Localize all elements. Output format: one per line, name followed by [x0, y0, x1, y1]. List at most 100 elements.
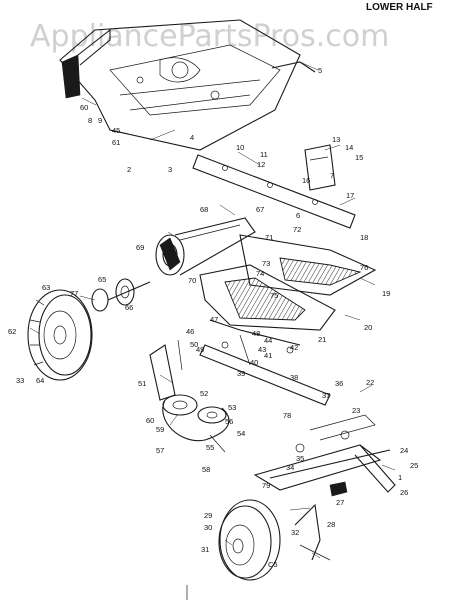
callout-52: 52	[200, 389, 208, 398]
callout-53: 53	[228, 403, 236, 412]
callout-44: 44	[264, 336, 272, 345]
callout-51: 51	[138, 379, 146, 388]
footrest-pan	[199, 264, 336, 331]
leader-lines	[29, 61, 396, 559]
callout-28: 28	[327, 520, 335, 529]
callout-32: 32	[291, 528, 299, 537]
frame-rail	[192, 154, 356, 229]
callout-59: 59	[156, 425, 164, 434]
callout-70: 70	[188, 276, 196, 285]
callout-9: 9	[98, 116, 102, 125]
upper-pulley-assembly	[155, 217, 256, 276]
callout-63: 63	[42, 283, 50, 292]
callout-71: 71	[265, 233, 273, 242]
shift-linkage	[199, 319, 331, 406]
tie-rod	[269, 449, 391, 479]
callout-64: 64	[36, 376, 44, 385]
callout-50: 50	[190, 340, 198, 349]
callout-20: 20	[364, 323, 372, 332]
callout-labels: 5 60 8 9 45 6 1 4 2 3 10 11 12 13 14 15 1…	[8, 66, 418, 569]
callout-65: 65	[98, 275, 106, 284]
callout-21: 21	[318, 335, 326, 344]
callout-4: 4	[190, 133, 194, 142]
callout-73: 73	[262, 259, 270, 268]
callout-67: 67	[256, 205, 264, 214]
callout-42: 42	[290, 343, 298, 352]
callout-66: 66	[125, 303, 133, 312]
callout-34: 34	[286, 463, 294, 472]
rear-hub	[91, 278, 151, 312]
callout-78: 78	[283, 411, 291, 420]
section-header: LOWER HALF	[366, 2, 433, 13]
rear-wheel-left	[27, 289, 93, 381]
callout-69: 69	[136, 243, 144, 252]
callout-18: 18	[360, 233, 368, 242]
battery-tray	[239, 234, 377, 296]
callout-29: 29	[204, 511, 212, 520]
callout-c5: C5	[268, 560, 278, 569]
callout-22: 22	[366, 378, 374, 387]
callout-79: 79	[262, 481, 270, 490]
callout-57: 57	[156, 446, 164, 455]
front-axle	[253, 414, 382, 491]
callout-62: 62	[8, 327, 16, 336]
callout-74: 74	[256, 269, 264, 278]
callout-30: 30	[204, 523, 212, 532]
callout-35: 35	[296, 454, 304, 463]
callout-15: 15	[355, 153, 363, 162]
callout-75: 75	[270, 291, 278, 300]
callout-33: 33	[16, 376, 24, 385]
callout-17: 17	[346, 191, 354, 200]
callout-14: 14	[345, 143, 353, 152]
callout-56: 56	[225, 417, 233, 426]
callout-58: 58	[202, 465, 210, 474]
callout-36: 36	[335, 379, 343, 388]
callout-24: 24	[400, 446, 408, 455]
clutch-lever	[149, 339, 183, 401]
callout-37: 37	[322, 391, 330, 400]
callout-13: 13	[332, 135, 340, 144]
callout-27: 27	[336, 498, 344, 507]
callout-40: 40	[250, 358, 258, 367]
callout-10: 10	[236, 143, 244, 152]
callout-6: 6	[296, 211, 300, 220]
callout-5: 5	[318, 66, 322, 75]
callout-43: 43	[258, 345, 266, 354]
callout-77: 77	[70, 289, 78, 298]
lower-belt-assembly	[162, 394, 230, 453]
callout-60-top: 60	[80, 103, 88, 112]
callout-2: 2	[127, 165, 131, 174]
callout-55: 55	[206, 443, 214, 452]
callout-46: 46	[186, 327, 194, 336]
callout-26: 26	[400, 488, 408, 497]
watermark-text: AppliancePartsPros.com	[30, 19, 389, 54]
callout-72: 72	[293, 225, 301, 234]
callout-11: 11	[260, 150, 268, 159]
callout-54: 54	[237, 429, 245, 438]
callout-7: 7	[330, 171, 334, 180]
callout-47: 47	[210, 315, 218, 324]
callout-68: 68	[200, 205, 208, 214]
callout-8: 8	[88, 116, 92, 125]
callout-12: 12	[257, 160, 265, 169]
callout-19: 19	[382, 289, 390, 298]
callout-48: 48	[252, 329, 260, 338]
spindle-right	[329, 444, 396, 497]
callout-49: 49	[196, 345, 204, 354]
front-spindle-left	[294, 503, 331, 561]
front-wheel	[218, 499, 281, 581]
callout-76: 76	[360, 263, 368, 272]
front-bumper-panel	[61, 28, 111, 99]
callout-31: 31	[201, 545, 209, 554]
callout-16: 16	[302, 176, 310, 185]
callout-25: 25	[410, 461, 418, 470]
callout-39: 39	[237, 369, 245, 378]
callout-45: 45	[112, 126, 120, 135]
top-body-assembly	[59, 19, 316, 151]
callout-1: 1	[398, 473, 402, 482]
callout-3: 3	[168, 165, 172, 174]
callout-23: 23	[352, 406, 360, 415]
callout-38: 38	[290, 373, 298, 382]
callout-60-lower: 60	[146, 416, 154, 425]
